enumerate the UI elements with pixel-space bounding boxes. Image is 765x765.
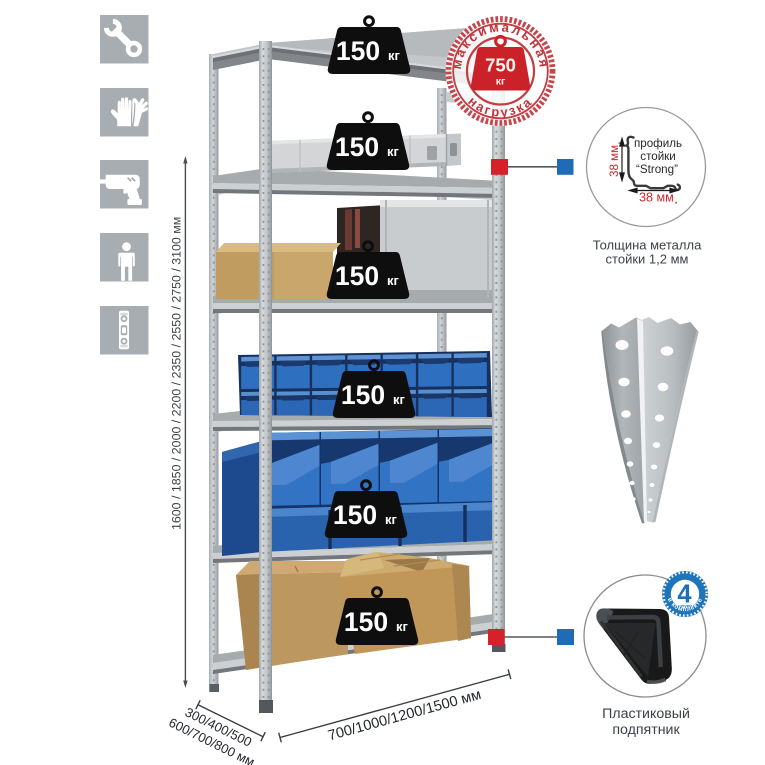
svg-text:38 мм.: 38 мм. bbox=[639, 191, 678, 208]
svg-text:Пластиковый: Пластиковый bbox=[602, 706, 690, 722]
svg-text:1600 / 1850 / 2000 / 2200 / 23: 1600 / 1850 / 2000 / 2200 / 2350 / 2550 … bbox=[170, 217, 184, 530]
svg-text:подпятник: подпятник bbox=[612, 722, 680, 738]
svg-text:750: 750 bbox=[485, 55, 516, 76]
svg-text:профиль: профиль bbox=[634, 137, 682, 150]
svg-text:штуки: штуки bbox=[678, 604, 692, 609]
svg-text:4: 4 bbox=[677, 581, 692, 609]
svg-text:кг: кг bbox=[496, 76, 506, 88]
svg-text:стойки 1,2 мм: стойки 1,2 мм bbox=[606, 252, 689, 267]
svg-text:“Strong”: “Strong” bbox=[636, 163, 678, 176]
svg-text:Толщина металла: Толщина металла bbox=[593, 238, 702, 253]
svg-text:38 мм.: 38 мм. bbox=[607, 141, 623, 177]
svg-text:стойки: стойки bbox=[640, 150, 675, 163]
